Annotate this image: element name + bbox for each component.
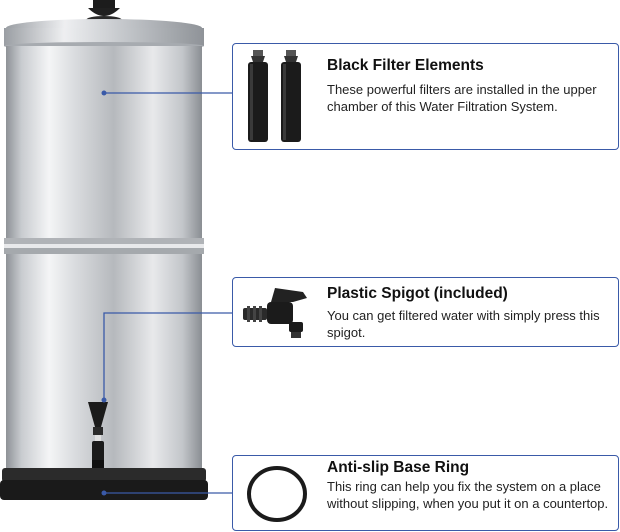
callout-anti-slip-base-ring: Anti-slip Base Ring This ring can help y… — [232, 455, 619, 531]
callout-plastic-spigot: Plastic Spigot (included) You can get fi… — [232, 277, 619, 347]
callout-description: These powerful filters are installed in … — [327, 82, 597, 114]
spigot-icon — [243, 288, 307, 338]
filter-cartridges-icon — [248, 50, 301, 142]
callout-black-filter-elements: Black Filter Elements These powerful fil… — [232, 43, 619, 150]
lid — [4, 19, 204, 50]
base-ring — [0, 468, 208, 500]
spigot — [88, 402, 108, 468]
water-filter-system-illustration — [0, 0, 208, 500]
lower-chamber — [6, 254, 202, 469]
callout-description: This ring can help you fix the system on… — [327, 479, 609, 511]
callout-title: Plastic Spigot (included) — [327, 285, 508, 302]
callout-title: Anti-slip Base Ring — [327, 459, 470, 476]
upper-chamber — [4, 46, 204, 254]
callout-description: You can get filtered water with simply p… — [327, 308, 600, 340]
rubber-ring-icon — [247, 466, 307, 522]
callout-title: Black Filter Elements — [327, 57, 484, 74]
